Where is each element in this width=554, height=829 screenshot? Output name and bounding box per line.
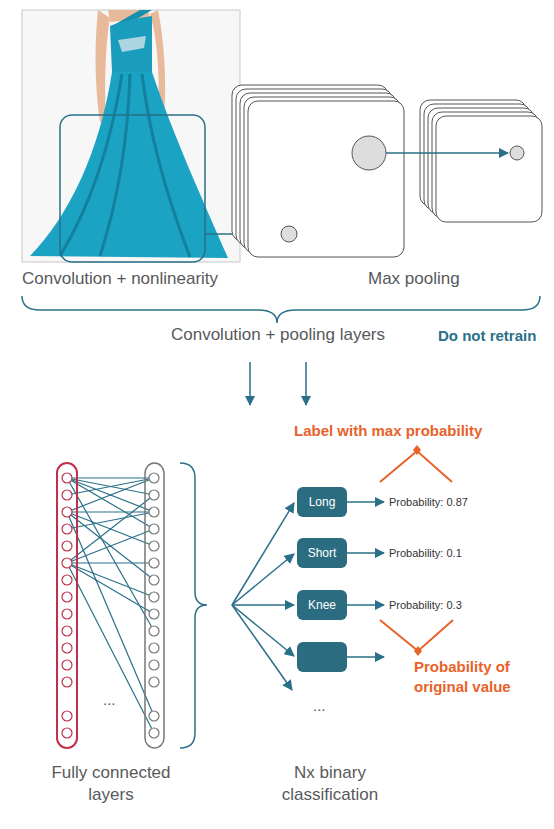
class-label: Knee [308,598,336,612]
neuron-link [67,478,154,512]
neuron [62,643,72,653]
note-label: Do not retrain [438,326,536,346]
callout-tip [413,445,421,455]
callout-tip [414,646,422,656]
neuron [62,507,72,517]
stage-label: Convolution + nonlinearity [22,268,218,290]
neuron [62,575,72,585]
group-brace [22,296,540,323]
fan-arrow [232,554,294,605]
callout-caret [380,620,453,651]
class-label: Short [308,546,337,560]
neuron [62,473,72,483]
stage-label: Max pooling [368,268,460,290]
neuron-link [67,495,154,563]
neuron [149,507,159,517]
neuron-link [67,512,154,529]
neuron-link [67,529,154,563]
neuron-link [67,562,154,563]
class-label: Long [309,495,336,509]
ellipsis: ... [103,690,116,710]
neuron-link [67,512,154,716]
feature-point [281,226,297,242]
neuron [149,490,159,500]
layer-column [145,463,164,748]
probability-label: Probability: 0.3 [389,598,462,612]
group-label: Convolution + pooling layers [171,324,385,346]
neuron [62,711,72,721]
neuron [62,609,72,619]
neuron [62,728,72,738]
neuron [149,711,159,721]
feature-map [248,101,404,257]
neuron [62,677,72,687]
dress-bodice [110,16,152,72]
neuron [149,609,159,619]
class-box: Long [297,487,347,517]
fan-arrow [232,604,294,606]
group-brace [180,463,207,748]
probability-label: Probability: 0.87 [389,495,468,509]
dress-folds [60,74,190,257]
class-box [297,642,347,672]
neuron [62,541,72,551]
neuron [149,473,159,483]
neuron-link [67,478,154,495]
neuron-link [67,563,154,733]
output-arrow [347,552,384,554]
neuron-link [67,512,154,580]
callout-caret [380,451,452,482]
neuron-link [67,478,154,631]
neuron [62,524,72,534]
output-arrow [347,656,384,658]
section-label: Fully connected layers [46,762,176,806]
neuron [149,524,159,534]
neuron [149,660,159,670]
pool-arrow [386,152,508,154]
neuron-link [67,478,154,495]
receptive-field [60,115,205,262]
neuron [62,626,72,636]
layer-column [57,463,77,748]
pooled-map [436,116,542,222]
pooled-point [510,146,524,160]
neuron [149,592,159,602]
output-arrow [347,501,384,503]
neuron [149,643,159,653]
class-box: Short [297,538,347,568]
callout-label: Label with max probability [294,421,482,441]
neuron [62,558,72,568]
pool-window [352,136,386,170]
neuron [149,677,159,687]
neuron [149,558,159,568]
neuron [149,541,159,551]
section-label: Nx binary classification [270,762,390,806]
neuron-link [67,511,154,512]
probability-label: Probability: 0.1 [389,546,462,560]
dress-jewels [118,36,146,52]
callout-label: Probability of original value [414,657,549,696]
neuron [62,660,72,670]
down-arrow [249,362,251,405]
ellipsis: ... [313,696,326,716]
photo-frame [22,10,240,262]
output-arrow [347,604,384,606]
neuron [149,575,159,585]
class-box: Knee [297,590,347,620]
down-arrow [305,362,307,405]
fan-arrow [232,605,292,690]
neuron [149,728,159,738]
neuron-link [67,478,154,512]
neuron-link [67,563,154,597]
neuron [149,626,159,636]
neuron [62,490,72,500]
fan-arrow [232,503,294,605]
neuron [62,592,72,602]
neuron-link [67,477,154,478]
neuron-link [67,478,154,529]
